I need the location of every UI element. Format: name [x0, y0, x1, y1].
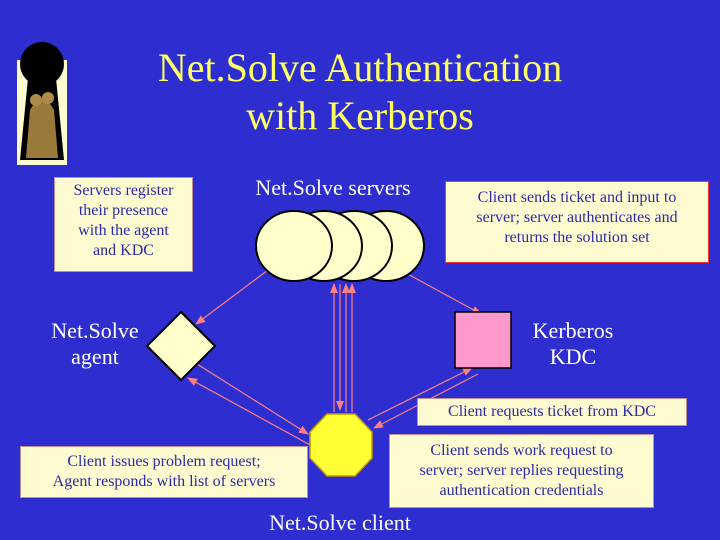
- note-line: server; server authenticates and: [476, 209, 678, 226]
- note-request-ticket: Client requests ticket from KDC: [417, 398, 687, 426]
- note-line: Client sends work request to: [430, 442, 613, 459]
- note-line: authentication credentials: [439, 482, 604, 499]
- netsolve-agent: [145, 310, 217, 382]
- arrow-agent-to-client: [196, 363, 309, 435]
- note-line: with the agent: [78, 222, 169, 239]
- note-line: and KDC: [93, 242, 154, 259]
- label-line: Kerberos: [532, 318, 614, 343]
- server-1: [255, 210, 333, 282]
- label-servers: Net.Solve servers: [255, 175, 411, 200]
- label-line: agent: [71, 344, 119, 369]
- arrow-servers-to-kdc: [403, 271, 482, 315]
- arrow-servers-to-agent: [195, 269, 269, 325]
- title-line-2: with Kerberos: [246, 93, 474, 138]
- label-line: Net.Solve: [51, 318, 139, 343]
- note-line: Client requests ticket from KDC: [448, 403, 656, 420]
- note-line: Client sends ticket and input to: [477, 189, 677, 206]
- note-ticket-input: Client sends ticket and input to server;…: [445, 181, 709, 263]
- title-line-1: Net.Solve Authentication: [157, 45, 563, 90]
- arrow-client-to-agent: [187, 377, 313, 447]
- label-line: KDC: [549, 344, 597, 369]
- note-line: Client issues problem request;: [67, 453, 261, 470]
- note-line: their presence: [78, 202, 169, 219]
- note-work-request: Client sends work request to server; ser…: [389, 434, 654, 508]
- netsolve-servers: [255, 210, 425, 282]
- arrow-client-to-kdc: [367, 367, 473, 421]
- note-line: Servers register: [73, 182, 174, 199]
- netsolve-client: [309, 413, 373, 477]
- note-line: server; server replies requesting: [419, 462, 624, 479]
- label-kdc: Kerberos KDC: [518, 318, 628, 370]
- note-line: Agent responds with list of servers: [52, 473, 276, 490]
- note-problem-request: Client issues problem request; Agent res…: [20, 446, 308, 498]
- note-line: returns the solution set: [504, 229, 650, 246]
- kerberos-kdc: [454, 311, 512, 369]
- label-agent: Net.Solve agent: [40, 318, 150, 370]
- label-client: Net.Solve client: [269, 510, 411, 535]
- note-servers-register: Servers register their presence with the…: [54, 177, 193, 272]
- slide-title: Net.Solve Authentication with Kerberos: [100, 44, 620, 140]
